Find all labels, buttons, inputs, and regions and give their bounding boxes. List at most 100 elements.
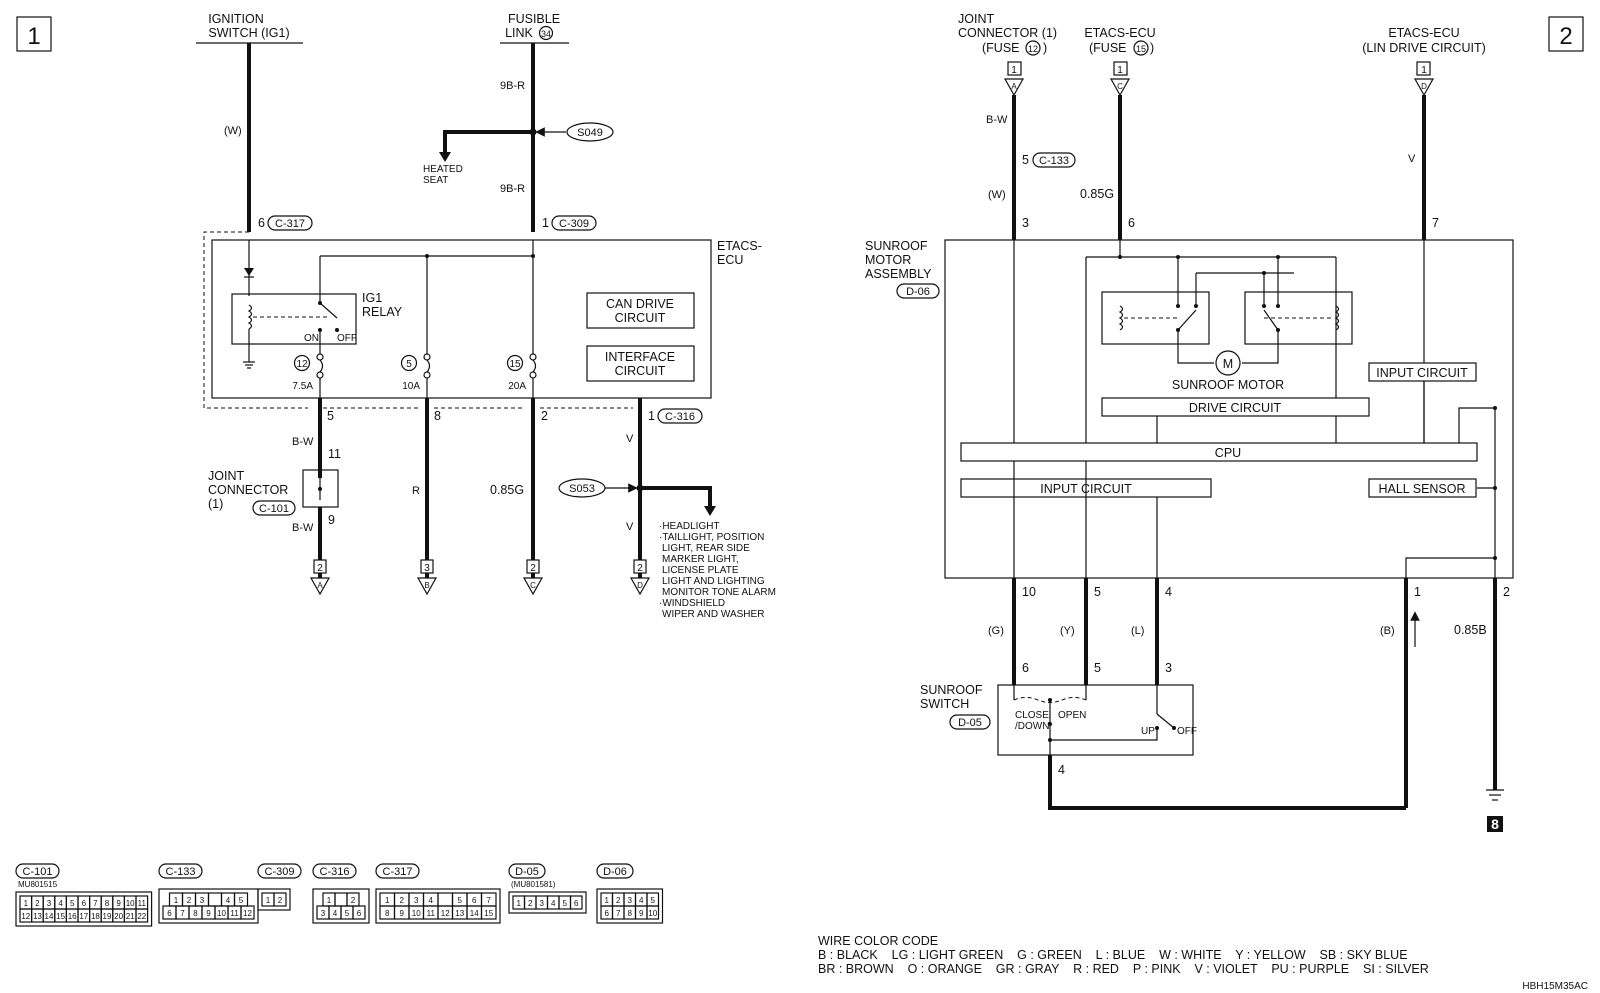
load-item-6: LIGHT AND LIGHTING bbox=[662, 576, 765, 587]
terminal-left-a: 2 A bbox=[309, 559, 331, 596]
connector-pin: 1 bbox=[605, 896, 610, 905]
fuse-5: 5 10A bbox=[400, 353, 431, 398]
svg-text:A: A bbox=[1011, 82, 1017, 91]
left-diagram: IGNITION SWITCH (IG1) (W) 6 C-317 FUSIBL… bbox=[196, 12, 776, 620]
connector-pin: 14 bbox=[45, 912, 54, 921]
ignition-switch-label-2: SWITCH (IG1) bbox=[208, 26, 289, 40]
wire-r-label: R bbox=[412, 485, 420, 497]
connector-pin: 7 bbox=[616, 909, 621, 918]
joint-connector-label-1: JOINT bbox=[208, 469, 244, 483]
svg-text:3: 3 bbox=[424, 563, 430, 574]
connector-pin: 11 bbox=[230, 909, 239, 918]
wire-y-label: (Y) bbox=[1060, 625, 1075, 637]
connector-pin: 19 bbox=[103, 912, 112, 921]
fusible-link-label-1: FUSIBLE bbox=[508, 12, 560, 26]
wire-color-code-title: WIRE COLOR CODE bbox=[818, 934, 938, 948]
sw-close-label-1: CLOSE bbox=[1015, 710, 1049, 721]
etacs-ecu-label-2: ECU bbox=[717, 253, 743, 267]
connector-pin: 13 bbox=[33, 912, 42, 921]
wire-9br-bottom: 9B-R bbox=[500, 183, 525, 195]
fuse-5-number: 5 bbox=[406, 359, 412, 370]
connector-pin: 10 bbox=[648, 909, 657, 918]
connector-pin: 4 bbox=[429, 896, 434, 905]
connector-housing bbox=[15, 891, 153, 927]
splice-s049-oval bbox=[566, 122, 614, 142]
connector-pin: 3 bbox=[200, 896, 205, 905]
terminal-left-d: 2 D bbox=[629, 559, 651, 596]
ignition-switch-label-1: IGNITION bbox=[208, 12, 264, 26]
junction-r4 bbox=[1276, 255, 1280, 259]
sw-up-label: UP bbox=[1141, 726, 1155, 737]
connector-pin: 8 bbox=[385, 909, 390, 918]
terminal-right-a: 1 A bbox=[1003, 61, 1025, 97]
conn-d06-pill bbox=[896, 283, 940, 299]
connector-name: C-133 bbox=[166, 866, 196, 878]
load-item-7: MONITOR TONE ALARM bbox=[662, 587, 776, 598]
conn-d05-label: D-05 bbox=[958, 717, 982, 729]
wire-color-code-line-1: B : BLACK LG : LIGHT GREEN G : GREEN L :… bbox=[818, 948, 1408, 962]
pin1-junction bbox=[1493, 556, 1497, 560]
loads-list: ·HEADLIGHT ·TAILLIGHT, POSITION LIGHT, R… bbox=[659, 521, 776, 620]
connector-pin: 17 bbox=[79, 912, 88, 921]
connector-pin: 22 bbox=[137, 912, 146, 921]
wire-v-1: V bbox=[626, 433, 634, 445]
wire-bw-2: B-W bbox=[292, 522, 314, 534]
connector-pin: 2 bbox=[616, 896, 621, 905]
wire-l-label: (L) bbox=[1131, 625, 1144, 637]
connector-pin: 4 bbox=[551, 899, 556, 908]
relay-coil-left-icon bbox=[1118, 305, 1124, 331]
page-number-right: 2 bbox=[1559, 23, 1572, 50]
input-circuit-right-label: INPUT CIRCUIT bbox=[1376, 366, 1468, 380]
pin-1-c309-label: 1 bbox=[542, 216, 549, 230]
pin-5-label: 5 bbox=[327, 409, 334, 423]
sw-up-wire bbox=[1050, 728, 1158, 741]
sunroof-switch-label-2: SWITCH bbox=[920, 697, 969, 711]
hall-sensor-box bbox=[1368, 478, 1477, 498]
connector-pin: 1 bbox=[24, 899, 29, 908]
connector-pin: 9 bbox=[206, 909, 211, 918]
pin-9-label: 9 bbox=[328, 513, 335, 527]
pin-3-label: 3 bbox=[1022, 216, 1029, 230]
connector-pin: 2 bbox=[278, 896, 283, 905]
top-b-label-2: (FUSE bbox=[1089, 41, 1127, 55]
pin-1-label-right: 1 bbox=[1414, 585, 1421, 599]
wire-b-label: (B) bbox=[1380, 625, 1395, 637]
svg-text:1: 1 bbox=[1421, 65, 1427, 76]
connector-pin: 11 bbox=[427, 909, 436, 918]
fuse-15-amp: 20A bbox=[508, 381, 526, 392]
conn-d05-pill bbox=[949, 714, 991, 730]
pin-11-label: 11 bbox=[328, 447, 341, 461]
cpu-box bbox=[960, 442, 1478, 462]
relay-right-arm bbox=[1263, 309, 1279, 331]
connector-pin: 10 bbox=[412, 909, 421, 918]
pin-8-label: 8 bbox=[434, 409, 441, 423]
connector-pin: 3 bbox=[414, 896, 419, 905]
heated-seat-label-2: SEAT bbox=[423, 175, 448, 186]
connector-pin: 3 bbox=[47, 899, 52, 908]
connector-name: C-309 bbox=[265, 866, 295, 878]
conn-c316-pill bbox=[657, 408, 703, 424]
heated-seat-arrow-icon bbox=[439, 152, 451, 162]
relay-left-c2 bbox=[1194, 304, 1198, 308]
sw-up-off-arm bbox=[1156, 713, 1175, 729]
connector-pin: 5 bbox=[345, 909, 350, 918]
fusible-link-number-circle bbox=[538, 25, 554, 41]
relay-switch-arm bbox=[319, 302, 338, 319]
sw-pin-5-label: 5 bbox=[1094, 661, 1101, 675]
connector-pin: 5 bbox=[563, 899, 568, 908]
connector-pin: 3 bbox=[628, 896, 633, 905]
svg-text:D: D bbox=[637, 581, 643, 590]
motor-wire-right bbox=[1242, 330, 1279, 364]
sw-pin-3-label: 3 bbox=[1165, 661, 1172, 675]
diode-icon bbox=[244, 268, 254, 276]
sw-off-label: OFF bbox=[1177, 726, 1197, 737]
connector-pin: 2 bbox=[187, 896, 192, 905]
connector-pin: 6 bbox=[605, 909, 610, 918]
sw-open-label: OPEN bbox=[1058, 710, 1086, 721]
connector-pin: 6 bbox=[82, 899, 87, 908]
connector-pin: 7 bbox=[93, 899, 98, 908]
hall-sensor-label: HALL SENSOR bbox=[1378, 482, 1465, 496]
